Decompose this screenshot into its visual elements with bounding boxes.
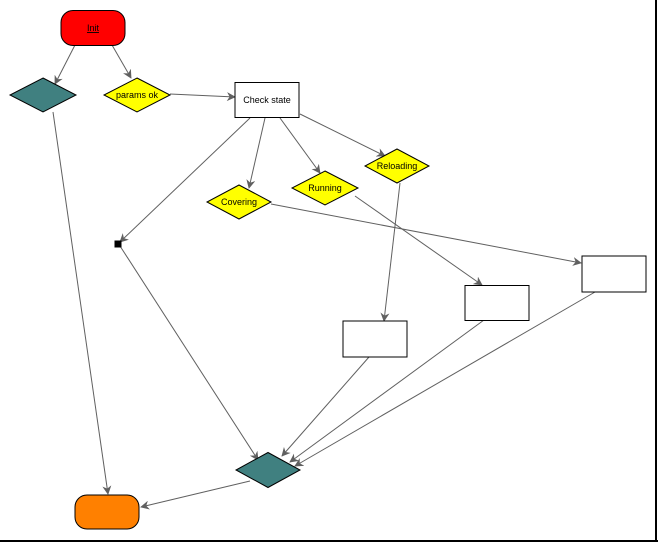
node-reloading[interactable]: Reloading <box>363 148 431 184</box>
process-box-shape <box>581 255 647 293</box>
edge-box-a-to-join <box>281 356 370 457</box>
start-terminal-shape <box>60 10 126 46</box>
frame-border-right <box>655 0 657 542</box>
node-covering[interactable]: Covering <box>205 184 273 220</box>
decision-diamond-shape <box>102 77 172 113</box>
node-label: Check state <box>243 95 291 105</box>
edge-join-to-end <box>140 480 251 510</box>
node-label: Init <box>87 23 100 33</box>
process-box-shape <box>464 285 530 321</box>
end-terminal-shape <box>74 494 140 530</box>
process-box-shape <box>234 82 300 118</box>
edge-check-state-to-running <box>279 117 321 174</box>
edge-junction-to-join <box>119 245 259 461</box>
node-junction[interactable] <box>114 240 122 248</box>
edge-check-state-to-reloading <box>299 113 386 157</box>
node-end[interactable] <box>74 494 140 530</box>
node-box-c[interactable] <box>581 255 647 293</box>
process-box-shape <box>342 320 408 358</box>
node-label: params ok <box>116 90 159 100</box>
node-label: Reloading <box>377 161 418 171</box>
edge-covering-to-box-c <box>270 203 582 266</box>
junction-point-shape <box>114 240 122 248</box>
merge-diamond-shape <box>8 77 78 113</box>
decision-diamond-shape <box>205 184 273 220</box>
edge-check-state-to-covering <box>246 117 266 189</box>
edge-box-c-to-join <box>294 291 596 467</box>
edge-check-state-to-junction <box>119 117 251 243</box>
node-join[interactable] <box>234 451 302 489</box>
edge-fork-to-end <box>52 111 112 495</box>
decision-diamond-shape <box>290 170 360 206</box>
edge-box-b-to-join <box>289 319 485 463</box>
node-check-state[interactable]: Check state <box>234 82 300 118</box>
edge-init-to-fork <box>54 44 76 85</box>
node-fork[interactable] <box>8 77 78 113</box>
edge-init-to-params-ok <box>111 44 132 79</box>
decision-diamond-shape <box>363 148 431 184</box>
edges-layer <box>52 44 596 510</box>
node-box-a[interactable] <box>342 320 408 358</box>
edge-running-to-box-b <box>354 195 483 286</box>
node-init[interactable]: Init <box>60 10 126 46</box>
merge-diamond-shape <box>234 451 302 489</box>
node-params-ok[interactable]: params ok <box>102 77 172 113</box>
node-label: Covering <box>221 197 257 207</box>
node-running[interactable]: Running <box>290 170 360 206</box>
frame-border-bottom <box>0 540 658 542</box>
edge-reloading-to-box-a <box>380 182 401 322</box>
edge-params-ok-to-check-state <box>169 92 236 102</box>
node-label: Running <box>308 183 342 193</box>
node-box-b[interactable] <box>464 285 530 321</box>
